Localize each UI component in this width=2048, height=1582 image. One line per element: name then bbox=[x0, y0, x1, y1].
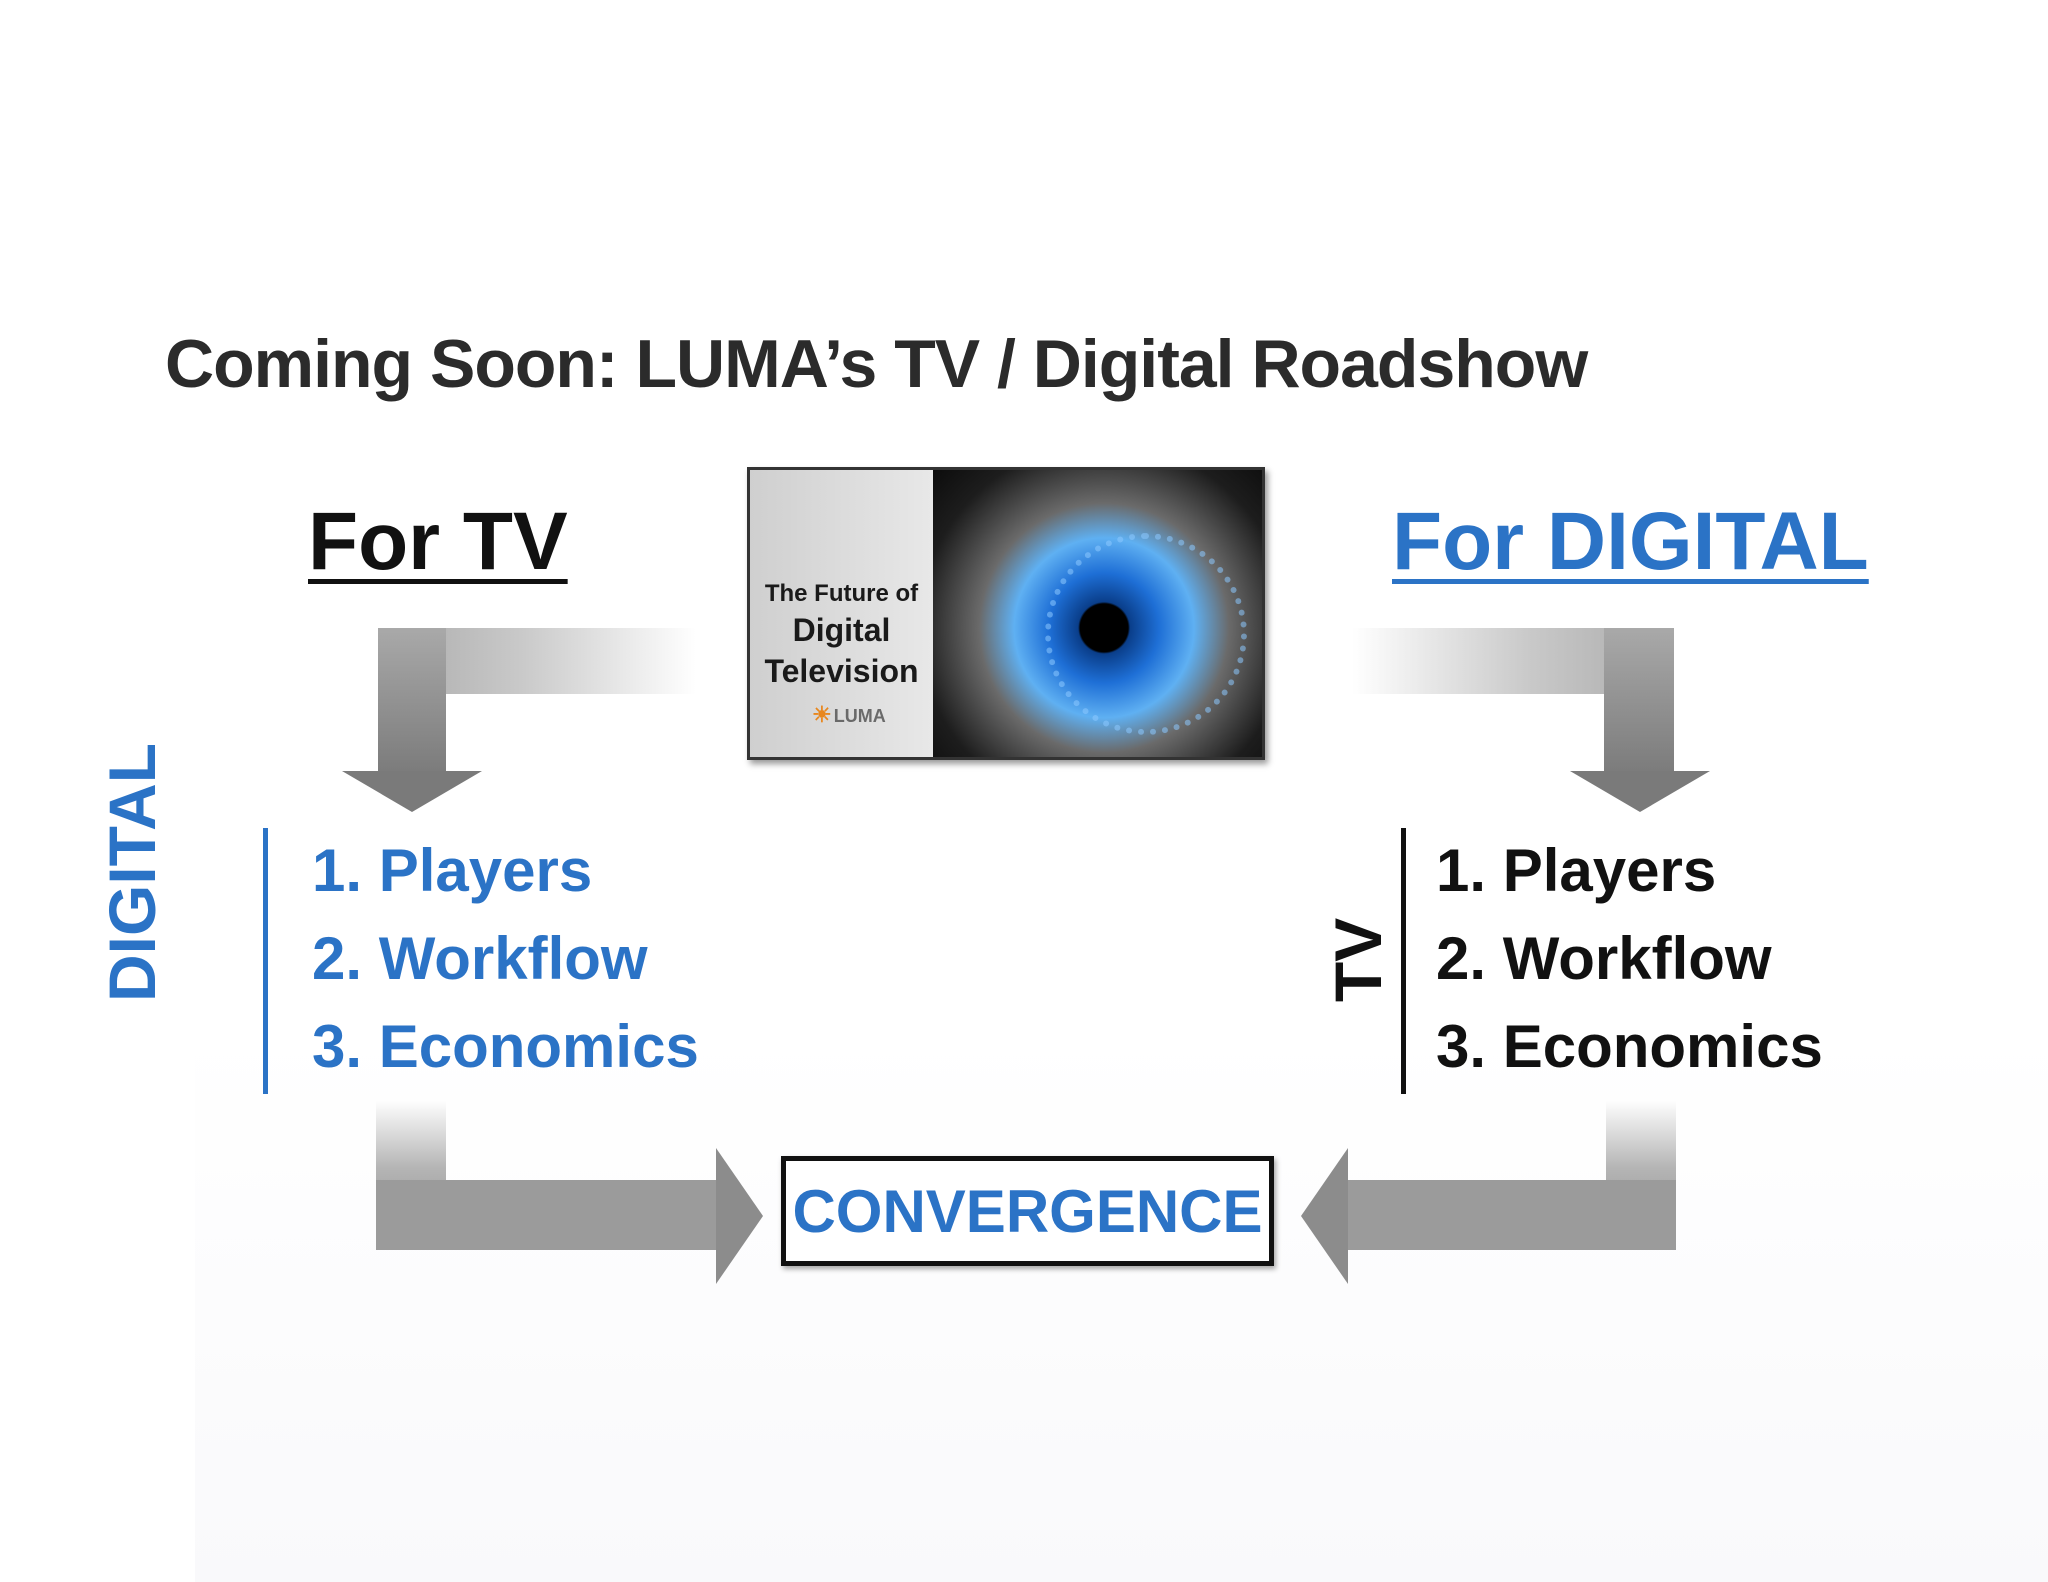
list-item: 1. Players bbox=[312, 837, 593, 904]
right-divider bbox=[1401, 828, 1406, 1094]
arrow-bottom-left bbox=[376, 1100, 763, 1284]
luma-logo: ☀LUMA bbox=[812, 702, 886, 728]
eye-splash-ring bbox=[1045, 532, 1248, 735]
image-caption-line2: Digital bbox=[792, 612, 891, 648]
arrow-bottom-right bbox=[1301, 1100, 1676, 1284]
blue-eye-picture bbox=[933, 470, 1262, 757]
image-caption-line3: Television bbox=[764, 653, 919, 689]
arrow-top-right bbox=[1352, 628, 1710, 812]
future-of-digital-tv-image: The Future of Digital Television ☀LUMA bbox=[747, 467, 1265, 760]
for-digital-heading: For DIGITAL bbox=[1392, 496, 1869, 587]
image-caption-line1: The Future of bbox=[764, 580, 919, 607]
left-divider bbox=[263, 828, 268, 1094]
list-item: 1. Players bbox=[1436, 837, 1717, 904]
for-tv-heading: For TV bbox=[308, 496, 568, 587]
image-text-panel bbox=[750, 470, 933, 757]
tv-side-label: TV bbox=[1321, 917, 1395, 1003]
luma-logo-text: LUMA bbox=[833, 706, 886, 726]
list-item: 3. Economics bbox=[312, 1013, 699, 1080]
background-panel bbox=[195, 1030, 2048, 1582]
page-title: Coming Soon: LUMA’s TV / Digital Roadsho… bbox=[165, 326, 1588, 402]
sun-icon: ☀ bbox=[812, 702, 832, 727]
list-item: 2. Workflow bbox=[1436, 925, 1772, 992]
list-item: 2. Workflow bbox=[312, 925, 648, 992]
digital-side-label: DIGITAL bbox=[95, 742, 169, 1002]
left-list: 1. Players 2. Workflow 3. Economics bbox=[312, 827, 699, 1091]
list-item: 3. Economics bbox=[1436, 1013, 1823, 1080]
arrow-top-left bbox=[342, 628, 696, 812]
right-list: 1. Players 2. Workflow 3. Economics bbox=[1436, 827, 1823, 1091]
convergence-box: CONVERGENCE bbox=[781, 1156, 1274, 1266]
